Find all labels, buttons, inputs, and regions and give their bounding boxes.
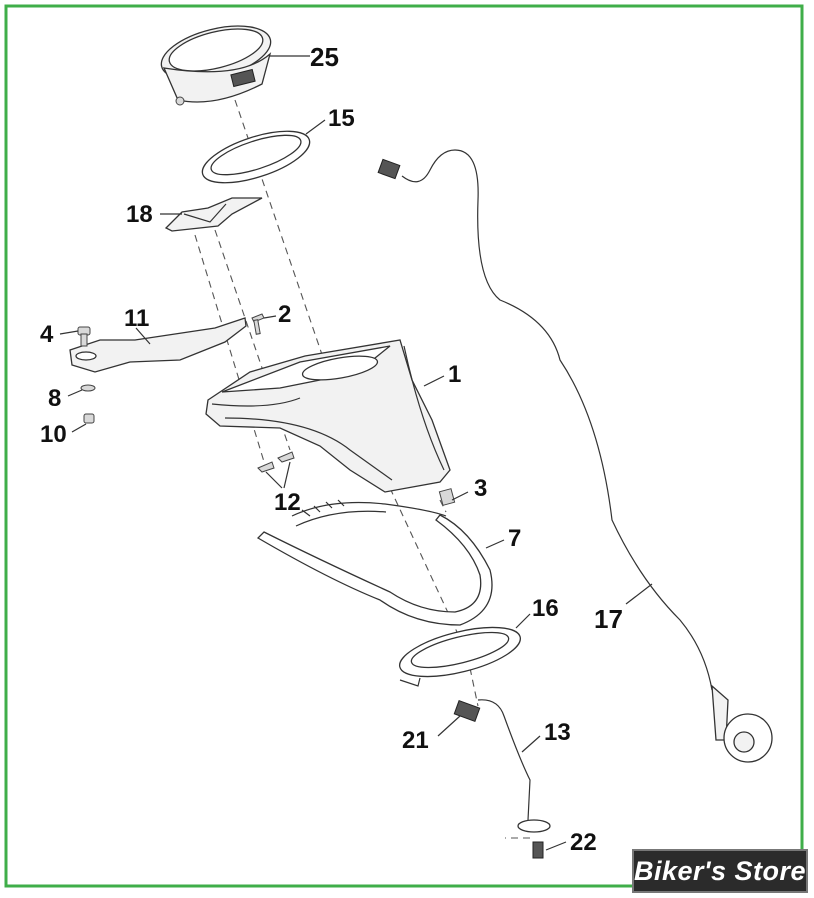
label-11: 11	[124, 305, 149, 332]
label-10: 10	[40, 421, 67, 448]
label-4: 4	[40, 321, 54, 348]
bezel-part-16	[398, 626, 522, 687]
diagram-border	[4, 4, 804, 888]
plate-part-18	[164, 197, 263, 232]
label-17: 17	[594, 604, 623, 634]
label-21: 21	[402, 727, 429, 754]
wiring-part-17	[377, 149, 773, 763]
label-25: 25	[310, 42, 339, 72]
gauge-part-25	[160, 25, 272, 106]
assembly-axes	[194, 99, 530, 839]
label-7: 7	[508, 525, 521, 552]
label-15: 15	[328, 105, 355, 132]
store-watermark-text: Biker's Store	[634, 855, 806, 886]
label-18: 18	[126, 201, 153, 228]
sensor-harness	[453, 699, 551, 859]
leader-lines	[59, 55, 653, 851]
label-16: 16	[532, 595, 559, 622]
part-labels: 25 15 18 4 11 2 1 8 10 12 3 7 16 17 21 1…	[40, 42, 623, 856]
label-3: 3	[474, 475, 487, 502]
gasket-part-15	[201, 130, 311, 184]
label-8: 8	[48, 385, 61, 412]
fasteners	[77, 313, 456, 506]
trim-part-7	[256, 499, 493, 626]
store-watermark: Biker's Store	[632, 849, 808, 893]
label-22: 22	[570, 829, 597, 856]
label-13: 13	[544, 719, 571, 746]
label-2: 2	[278, 301, 291, 328]
housing-part-1	[205, 339, 451, 493]
label-1: 1	[448, 361, 461, 388]
bracket-part-11	[69, 317, 247, 373]
label-12: 12	[274, 489, 301, 516]
